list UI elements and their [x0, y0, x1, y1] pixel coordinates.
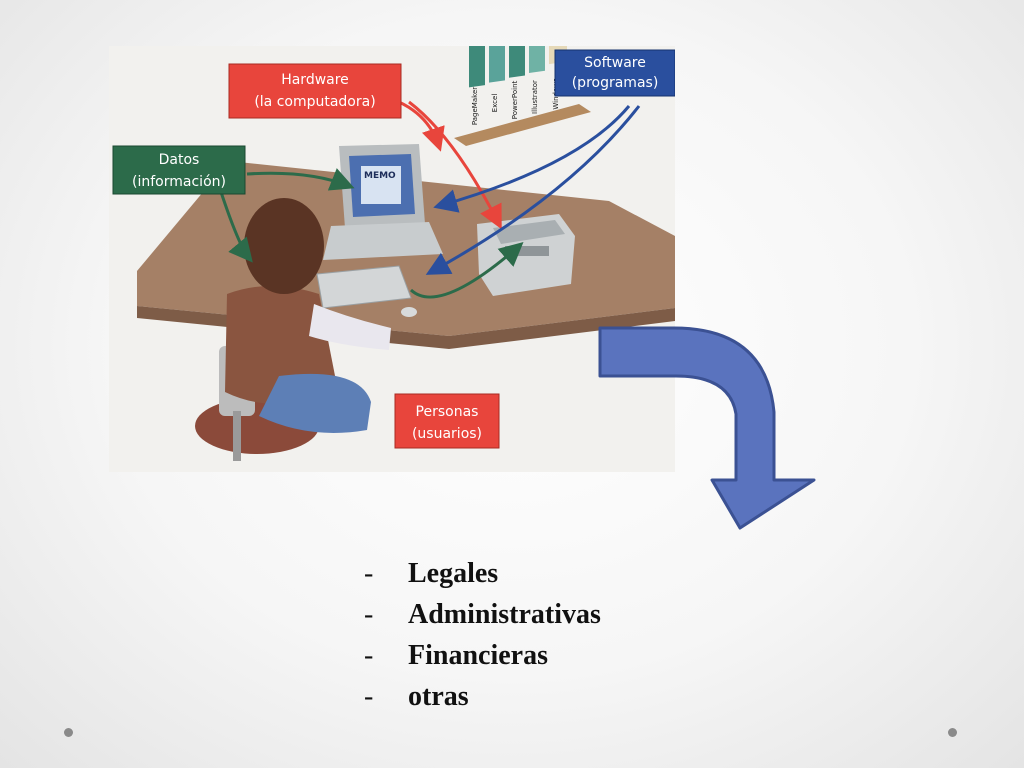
hardware-label-title: Hardware: [281, 72, 349, 88]
list-item-label: Financieras: [408, 640, 548, 671]
decorative-dot-right: [948, 728, 957, 737]
personas-label-subtitle: (usuarios): [412, 426, 482, 442]
printer: [477, 214, 575, 296]
list-dash: -: [364, 681, 374, 712]
list-dash: -: [364, 558, 374, 589]
bookshelf: PageMakerExcelPowerPointIllustratorWindo…: [454, 46, 591, 146]
book-spine-title: PageMaker: [471, 87, 479, 125]
hardware-connector: [398, 100, 445, 152]
list-item: - otras: [364, 676, 601, 717]
category-list: - Legales - Administrativas - Financieras -…: [364, 553, 601, 717]
list-item: - Administrativas: [364, 594, 601, 635]
mouse: [401, 307, 417, 317]
personas-label-title: Personas: [416, 404, 479, 420]
list-item-label: Administrativas: [408, 599, 601, 630]
hardware-label: Hardware (la computadora): [228, 63, 402, 119]
book-spine-title: Illustrator: [531, 80, 539, 114]
decorative-dot-left: [64, 728, 73, 737]
list-item-label: otras: [408, 681, 469, 712]
monitor: MEMO: [323, 144, 443, 260]
datos-label: Datos (información): [112, 145, 246, 195]
personas-label: Personas (usuarios): [394, 393, 500, 449]
datos-label-subtitle: (información): [132, 174, 226, 190]
list-dash: -: [364, 640, 374, 671]
software-connector: [433, 105, 631, 213]
book-spine-title: PowerPoint: [511, 80, 519, 119]
software-label-title: Software: [584, 55, 646, 71]
curved-arrow-shape: [598, 326, 816, 530]
software-label: Software (programas): [554, 49, 675, 97]
list-item: - Financieras: [364, 635, 601, 676]
datos-connector: [246, 168, 355, 191]
list-item-label: Legales: [408, 558, 499, 589]
software-label-subtitle: (programas): [572, 75, 659, 91]
hardware-label-subtitle: (la computadora): [254, 94, 375, 110]
book-spine-title: Excel: [491, 94, 499, 113]
person: [195, 198, 391, 461]
computer-system-illustration: PageMakerExcelPowerPointIllustratorWindo…: [109, 46, 675, 472]
screen-memo-text: MEMO: [364, 171, 396, 181]
list-item: - Legales: [364, 553, 601, 594]
datos-label-title: Datos: [159, 152, 200, 168]
curved-down-arrow: [598, 326, 816, 530]
keyboard: [316, 265, 412, 309]
list-dash: -: [364, 599, 374, 630]
